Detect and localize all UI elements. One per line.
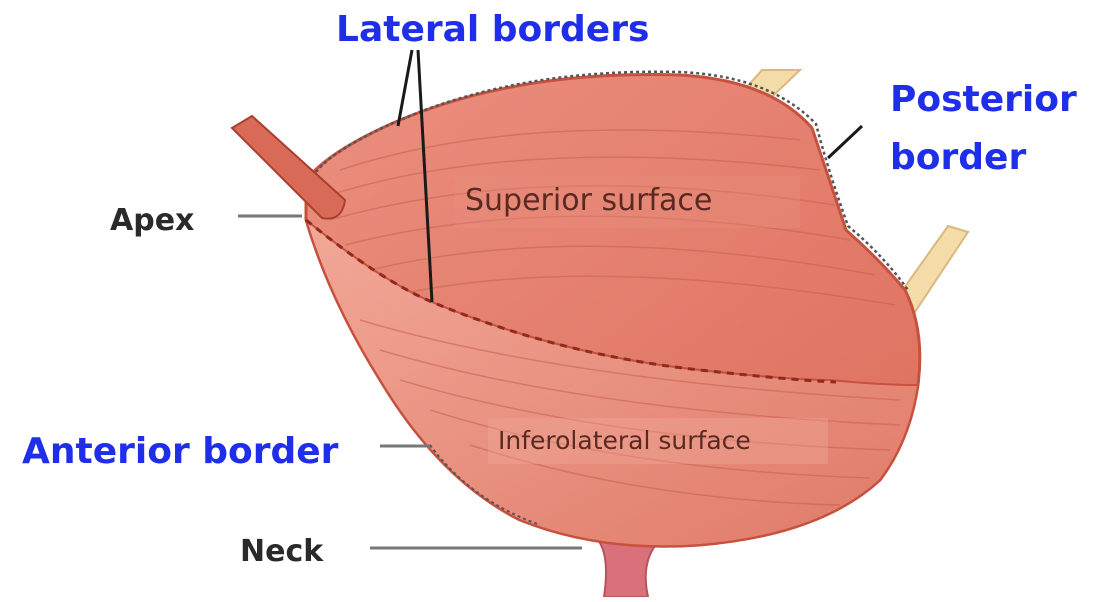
inferolateral-surface-label: Inferolateral surface xyxy=(498,428,751,453)
posterior-border-label-line1: Posterior xyxy=(890,82,1077,118)
posterior-border-label-line2: border xyxy=(890,140,1026,176)
posterior-border-leader xyxy=(828,126,862,158)
urethra-shape xyxy=(598,540,660,597)
anterior-border-label: Anterior border xyxy=(22,434,338,470)
neck-label: Neck xyxy=(240,537,323,567)
lateral-borders-label: Lateral borders xyxy=(336,12,649,48)
superior-surface-label: Superior surface xyxy=(465,186,712,216)
apex-label: Apex xyxy=(110,206,194,236)
